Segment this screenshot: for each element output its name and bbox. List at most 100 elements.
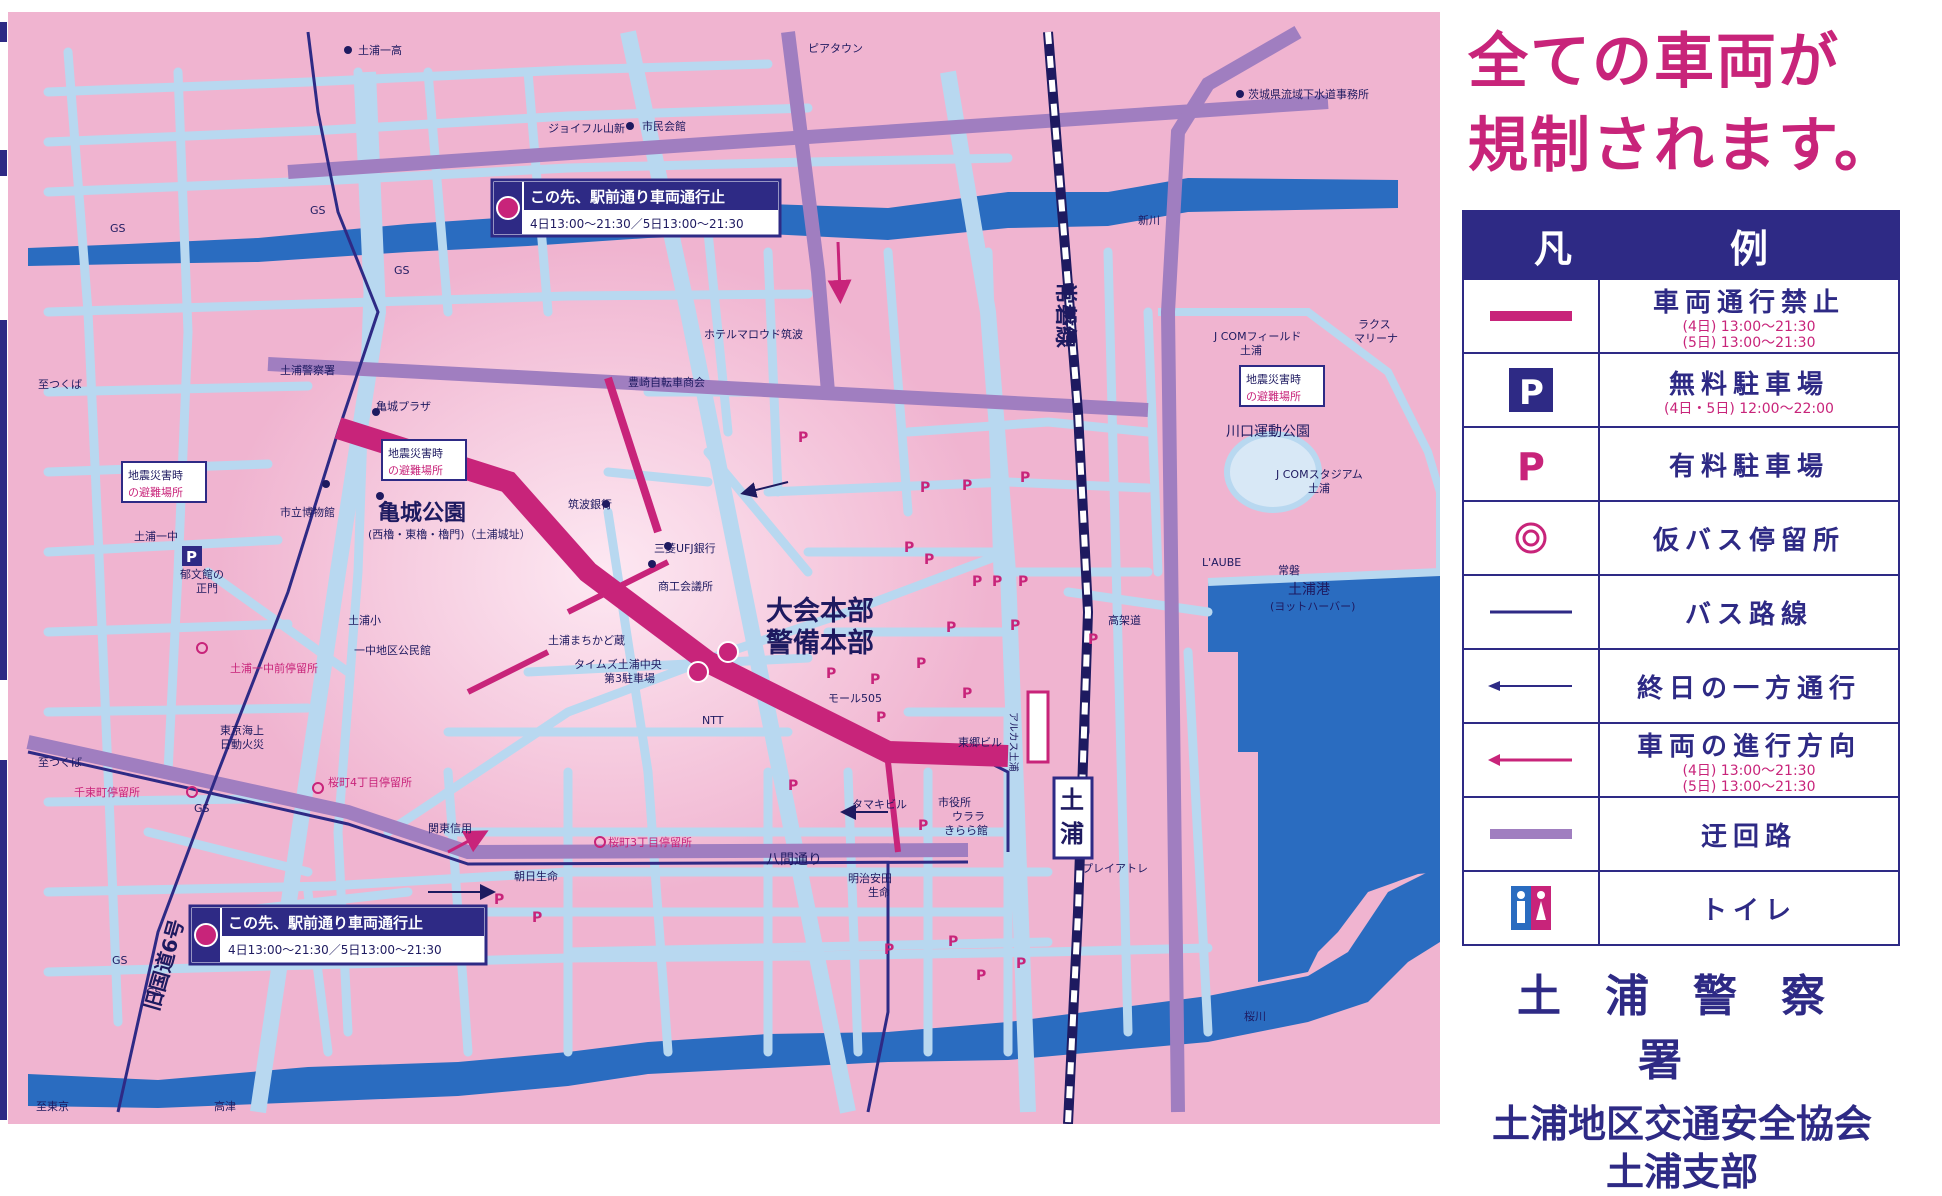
label-ichichu-stop: 土浦一中前停留所 <box>230 661 318 675</box>
label-hq-1: 大会本部 <box>766 595 874 627</box>
label-sakuragawa: 桜川 <box>1244 1009 1266 1023</box>
label-laube: L'AUBE <box>1202 556 1241 569</box>
label-takatsu: 高津 <box>214 1099 236 1113</box>
label-hotel: ホテルマロウド筑波 <box>704 327 803 341</box>
main-roads <box>250 30 1036 1114</box>
paid-parking-icon: P <box>946 620 956 636</box>
label-playatore: プレイアトレ <box>1082 862 1148 875</box>
label-ibaraki-sewer: 茨城県流域下水道事務所 <box>1248 87 1369 101</box>
legend-sub: (4日・5日) 12:00～22:00 <box>1664 400 1834 417</box>
bus-stop-icon <box>186 786 198 798</box>
evac-label: 地震災害時 <box>1246 372 1301 386</box>
paid-parking-icon: P <box>876 710 886 726</box>
station-sign: 土 浦 <box>1052 776 1094 860</box>
organizations: 土浦警察署 土浦地区交通安全協会 土浦支部 <box>1462 960 1902 1196</box>
label-jcom-field-2: 土浦 <box>1240 344 1262 357</box>
label-piatown: ピアタウン <box>808 42 863 55</box>
legend-label: 車両通行禁止 <box>1652 287 1845 318</box>
label-cityhall: 市役所 <box>938 795 971 809</box>
notice-bottom-line2: 4日13:00～21:30／5日13:00～21:30 <box>228 943 442 957</box>
joban-railway <box>1043 31 1094 1124</box>
org-police: 土浦警察署 <box>1517 971 1869 1086</box>
legend-text: 仮バス停留所 <box>1600 502 1898 574</box>
detour-line-icon <box>1464 798 1600 870</box>
label-times-2: 第3駐車場 <box>604 671 655 685</box>
legend-text: 迂回路 <box>1600 798 1898 870</box>
label-kawaguchi-park: 川口運動公園 <box>1226 424 1310 440</box>
landmark-dots <box>322 46 1244 568</box>
label-ichuchiku: 一中地区公民館 <box>354 643 431 657</box>
bus-stop-icon <box>312 782 324 794</box>
evac-label: の避難場所 <box>1246 389 1301 403</box>
label-ikubunkan-2: 正門 <box>196 582 218 595</box>
label-sakura3: 桜町3丁目停留所 <box>608 835 692 849</box>
paid-parking-icon: P <box>798 430 808 446</box>
legend-row: 終日の一方通行 <box>1464 648 1898 722</box>
legend: 凡 例 車両通行禁止(4日) 13:00～21:30(5日) 13:00～21:… <box>1462 210 1900 946</box>
label-gs: GS <box>394 264 410 277</box>
station-char-2: 浦 <box>1060 820 1084 848</box>
map-labels: 土浦一高 ピアタウン 茨城県流域下水道事務所 ジョイフル山新 市民会館 GS G… <box>36 42 1398 1113</box>
label-kirara: きらら館 <box>944 823 988 837</box>
direction-arrow <box>447 830 489 854</box>
paid-parking-icon: P <box>918 818 928 834</box>
road-closed-notice-top: この先、駅前通り車両通行止 4日13:00～21:30／5日13:00～21:3… <box>490 178 782 238</box>
legend-text: 無料駐車場(4日・5日) 12:00～22:00 <box>1600 354 1898 426</box>
label-lacus-2: マリーナ <box>1354 332 1398 345</box>
label-ntt: NTT <box>702 714 724 727</box>
label-tsukuba-bank: 筑波銀行 <box>568 497 612 511</box>
label-shoko: 商工会議所 <box>658 579 713 593</box>
evac-label: 地震災害時 <box>388 446 443 460</box>
edge-marker <box>0 150 7 176</box>
label-meiji-2: 生命 <box>868 885 890 899</box>
legend-label: 仮バス停留所 <box>1652 525 1845 556</box>
one-way-arrow <box>740 481 789 498</box>
legend-text: 車両通行禁止(4日) 13:00～21:30(5日) 13:00～21:30 <box>1600 280 1898 352</box>
label-urara: ウララ <box>952 810 985 823</box>
stadium-field <box>1224 431 1322 513</box>
edge-marker <box>0 22 7 42</box>
toilet-icon <box>1464 872 1600 944</box>
direction-arrow <box>827 241 852 304</box>
org-association: 土浦地区交通安全協会 <box>1491 1102 1872 1146</box>
paid-parking-icon: P <box>826 666 836 682</box>
label-gs: GS <box>110 222 126 235</box>
traffic-control-map: この先、駅前通り車両通行止 4日13:00～21:30／5日13:00～21:3… <box>8 12 1440 1124</box>
paid-parking-icon: P <box>1018 574 1028 590</box>
parking-p: P <box>186 548 197 566</box>
label-to-tsukuba: 至つくば <box>38 378 82 391</box>
legend-text: トイレ <box>1600 872 1898 944</box>
evac-label: の避難場所 <box>388 463 443 477</box>
label-shingawa: 新川 <box>1138 213 1160 227</box>
paid-parking-icon: P <box>962 478 972 494</box>
evac-label: の避難場所 <box>128 485 183 499</box>
label-tokio: 東京海上 <box>220 723 264 737</box>
notice-bottom-line1: この先、駅前通り車両通行止 <box>228 914 423 932</box>
label-hachiken: 八間通り <box>766 852 822 868</box>
paid-parking-icon: P <box>948 934 958 950</box>
label-mufg: 三菱UFJ銀行 <box>654 541 716 555</box>
label-ikubunkan: 郁文館の <box>180 567 224 581</box>
edge-marker <box>0 760 7 1120</box>
closed-road-sign <box>717 641 739 663</box>
paid-parking-icon: P <box>870 672 880 688</box>
org-branch: 土浦支部 <box>1605 1150 1758 1194</box>
svg-text:P: P <box>1517 445 1545 486</box>
label-police: 土浦警察署 <box>280 363 335 377</box>
paid-parking-icon: P <box>1016 956 1026 972</box>
edge-marker <box>0 320 7 680</box>
notice-top-line2: 4日13:00～21:30／5日13:00～21:30 <box>530 217 744 231</box>
label-mall505: モール505 <box>828 692 882 705</box>
label-gs: GS <box>310 204 326 217</box>
label-meiji: 明治安田 <box>848 871 892 885</box>
legend-label: 有料駐車場 <box>1668 451 1829 482</box>
one-way-arrow-icon <box>1464 650 1600 722</box>
headline: 全ての車両が 規制されます。 <box>1468 20 1938 188</box>
paid-parking-marks: P P P P P P P P P P P P P P P P P P P P … <box>494 430 1098 984</box>
label-jcom-stadium: J COMスタジアム <box>1275 468 1363 481</box>
label-sakura4: 桜町4丁目停留所 <box>328 775 412 789</box>
paid-parking-icon: P <box>1010 618 1020 634</box>
label-ichichu: 土浦一中 <box>134 530 178 543</box>
evac-label: 地震災害時 <box>128 468 183 482</box>
